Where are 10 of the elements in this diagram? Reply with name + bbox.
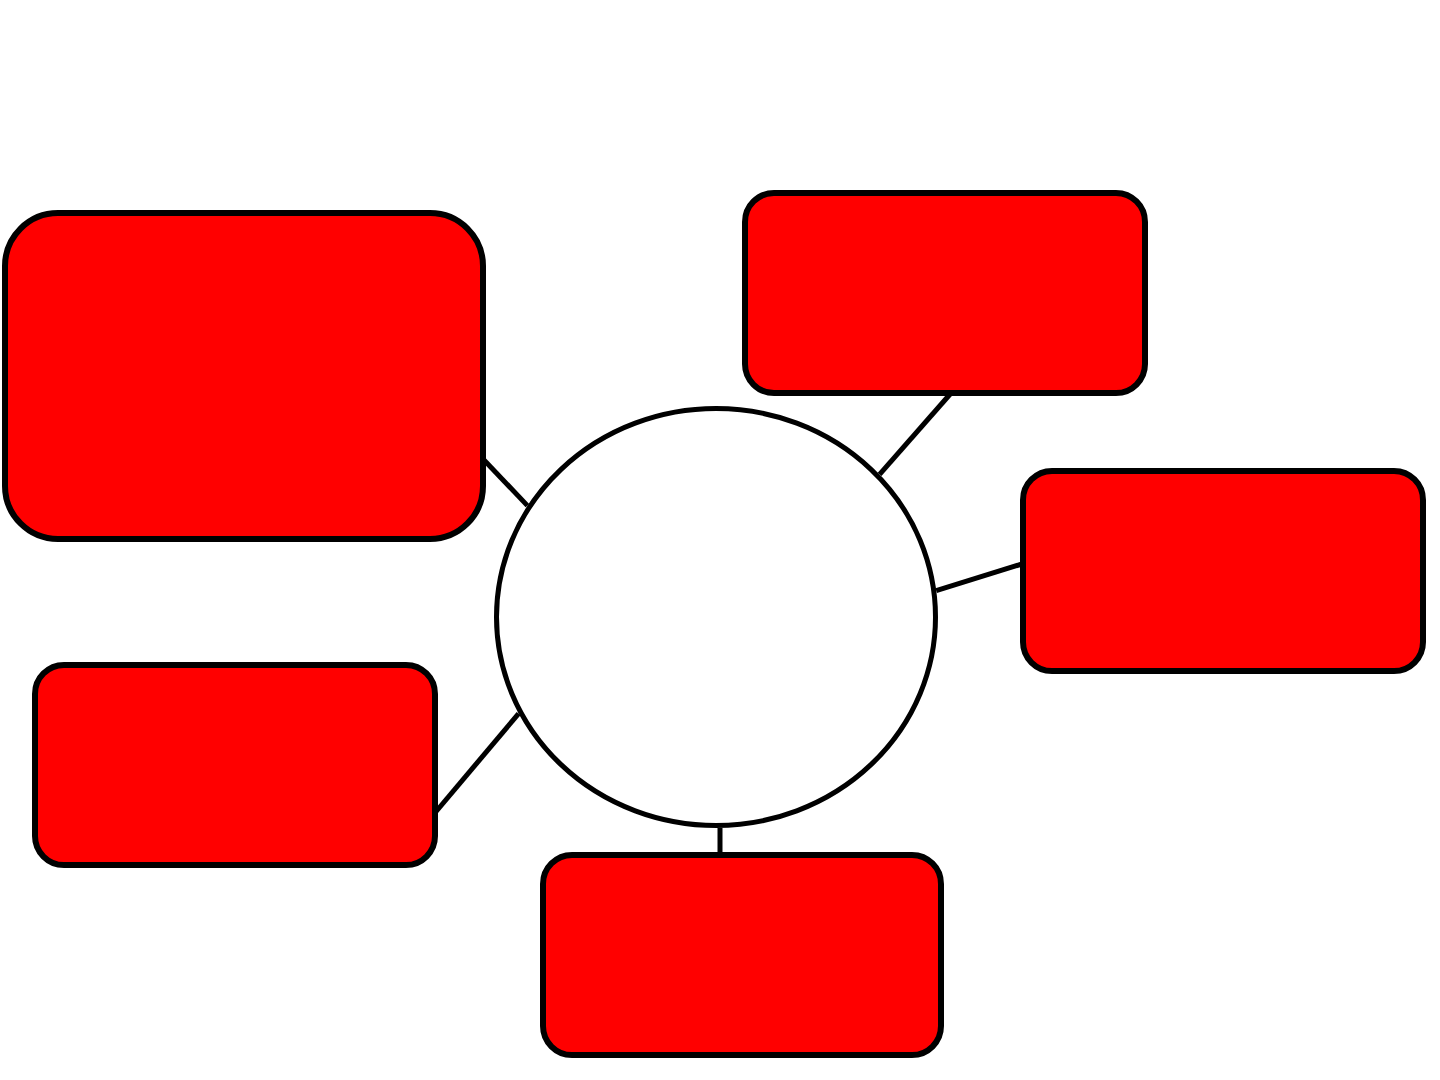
rounded-rectangle <box>1020 468 1426 674</box>
connector-line <box>717 828 723 854</box>
connector-line <box>935 561 1023 593</box>
connector-line <box>877 390 954 477</box>
rounded-rectangle <box>32 662 438 868</box>
rounded-rectangle <box>540 852 944 1058</box>
rounded-rectangle <box>2 210 486 542</box>
central-circle <box>494 406 938 828</box>
connector-line <box>482 458 530 508</box>
rounded-rectangle <box>742 190 1148 396</box>
